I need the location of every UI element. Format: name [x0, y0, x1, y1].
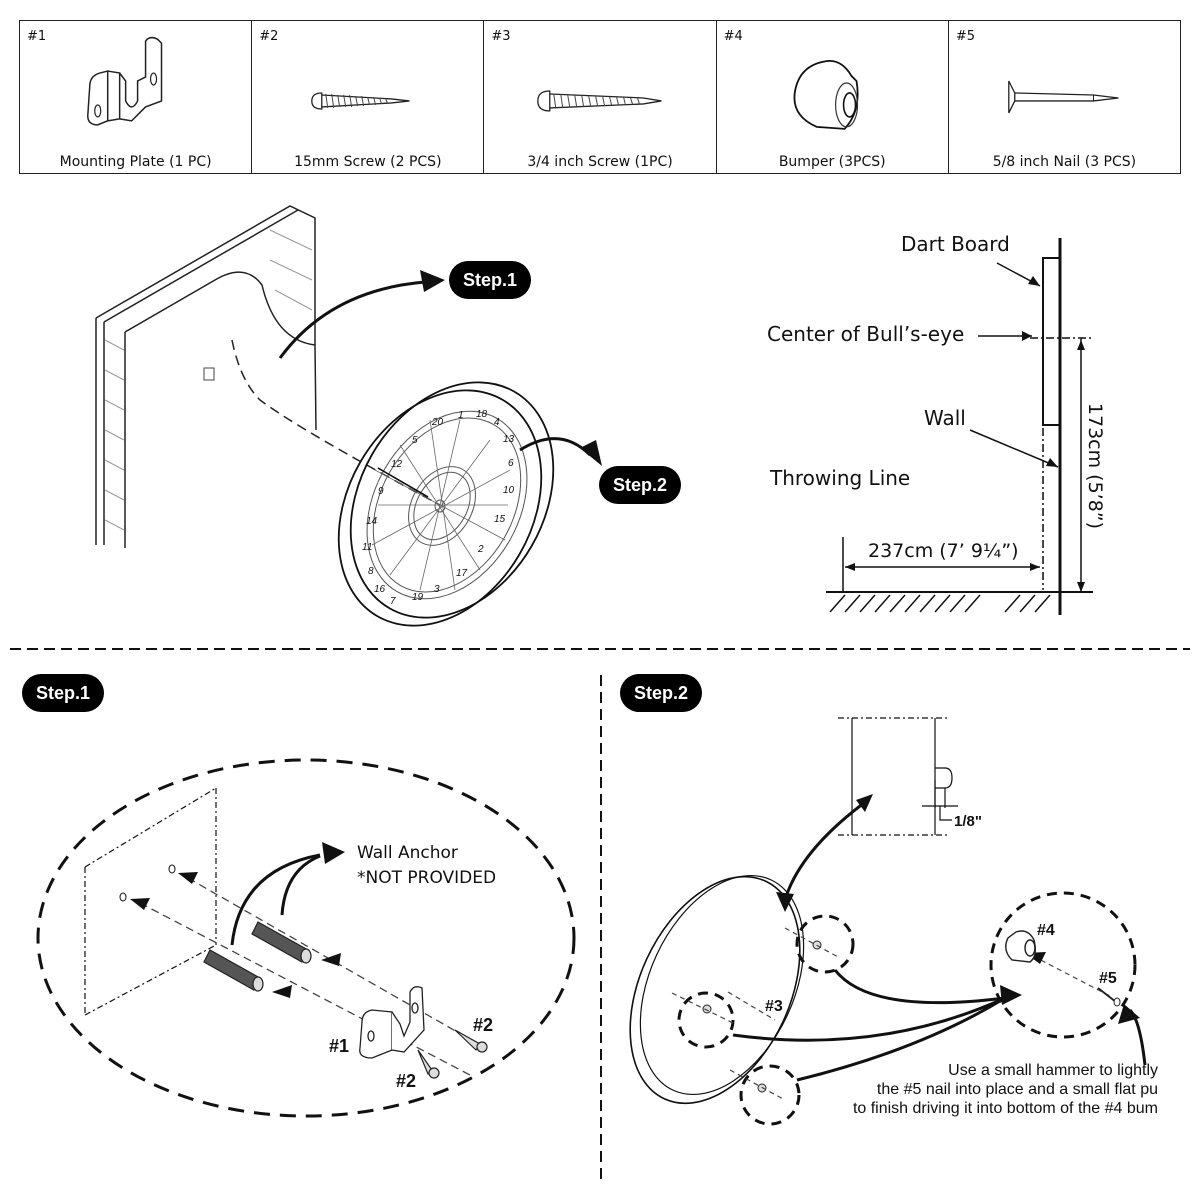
dartboard-number: 16: [374, 584, 386, 595]
label-height: 173cm (5’8”): [1084, 402, 1107, 530]
dartboard-number: 13: [503, 434, 515, 445]
step1-part2b-label: #2: [396, 1071, 417, 1091]
label-center-bullseye: Center of Bull’s-eye: [767, 322, 965, 346]
part-label: Bumper (3PCS): [778, 154, 886, 170]
dartboard-number: 20: [431, 417, 444, 428]
mounting-plate-icon: [87, 36, 163, 126]
step2-instructions: Use a small hammer to lightly the #5 nai…: [790, 1061, 1158, 1118]
mounting-bracket-small-icon: [203, 367, 215, 381]
dartboard-number: 7: [390, 596, 396, 607]
wall-anchor-arrow: [230, 853, 321, 946]
side-view-diagram: [826, 238, 1093, 615]
bumper-step2-icon: [1005, 930, 1037, 963]
dartboard-number: 15: [494, 514, 506, 525]
mounting-plate-step1-icon: [359, 986, 425, 1059]
dartboard-number: 4: [494, 417, 500, 428]
step2-detail-arrow: [783, 798, 869, 901]
step2-part3-label: #3: [765, 998, 783, 1015]
dartboard-number: 1: [458, 410, 464, 421]
dartboard-drawing: [337, 381, 555, 627]
dartboard-number: 3: [434, 584, 440, 595]
wall-anchor-note: *NOT PROVIDED: [357, 868, 497, 888]
instruction-line: to finish driving it into bottom of the …: [852, 1100, 1158, 1117]
label-throwing-line: Throwing Line: [770, 466, 911, 490]
screw-icon: [311, 92, 410, 110]
dartboard-number: 10: [503, 485, 515, 496]
mount-to-board-dashed-line: [231, 339, 441, 506]
step2-wall-detail: [838, 717, 958, 836]
part-label: 15mm Screw (2 PCS): [294, 154, 442, 170]
dartboard-number: 12: [391, 459, 403, 470]
dartboard-number: 18: [476, 409, 488, 420]
dartboard-number: 11: [362, 542, 372, 553]
part-cell-15mm-screw: #2 15mm Screw (2 PCS): [252, 21, 485, 173]
part-number: #2: [259, 29, 279, 44]
step1-part2a-label: #2: [473, 1015, 494, 1035]
part-number: #4: [723, 29, 743, 44]
arrow-to-step1: [278, 280, 426, 359]
label-wall: Wall: [924, 406, 966, 430]
part-number: #1: [27, 29, 47, 44]
part-cell-mounting-plate: #1 Mounting Plate (1 PC): [20, 21, 253, 173]
part-number: #5: [955, 29, 975, 44]
part-label: Mounting Plate (1 PC): [59, 154, 212, 170]
overview-step2-badge: Step.2: [599, 466, 682, 504]
wall-anchor-label: Wall Anchor: [357, 843, 458, 863]
part-number: #3: [491, 29, 511, 44]
part-label: 3/4 inch Screw (1PC): [527, 154, 673, 170]
dartboard-spokes: [371, 419, 511, 591]
nail-icon: [1007, 80, 1119, 114]
part-cell-bumper: #4 Bumper (3PCS): [717, 21, 949, 173]
label-dart-board: Dart Board: [901, 232, 1010, 256]
wall-anchor-icon: [203, 921, 312, 992]
wall-drawing: [95, 205, 317, 548]
dartboard-number: 6: [508, 458, 514, 469]
dartboard-number: 9: [378, 486, 384, 497]
bumper-icon: [793, 59, 859, 130]
brick-lines: [104, 229, 313, 531]
label-distance: 237cm (7’ 9¼”): [868, 540, 1019, 562]
dartboard-number: 14: [366, 516, 378, 527]
gap-label: 1/8": [954, 813, 982, 830]
step2-part5-label: #5: [1099, 970, 1117, 987]
part-cell-nail: #5 5/8 inch Nail (3 PCS): [949, 21, 1180, 173]
step2-connector-arrows: [732, 969, 1147, 1082]
step1-part1-label: #1: [329, 1036, 350, 1056]
part-cell-3-4-inch-screw: #3 3/4 inch Screw (1PC): [484, 21, 717, 173]
dartboard-number: 2: [477, 544, 484, 555]
screw-step1-icon: [417, 1029, 488, 1079]
step2-part4-label: #4: [1037, 922, 1055, 939]
part-label: 5/8 inch Nail (3 PCS): [992, 154, 1137, 170]
parts-table: #1 Mounting Plate (1 PC) #2 15mm Screw (…: [19, 20, 1181, 174]
dartboard-number: 17: [456, 568, 468, 579]
dartboard-number-labels: 20 1 18 4 13 6 10 15 2 17 3 19 7 16 8 11…: [362, 409, 515, 607]
dartboard-number: 8: [368, 566, 374, 577]
ground-hatch: [829, 594, 1051, 613]
step1-wall-outline: [84, 787, 217, 1016]
dartboard-back-icon: [629, 875, 801, 1105]
instruction-line: the #5 nail into place and a small flat …: [876, 1081, 1158, 1098]
dartboard-number: 5: [412, 435, 418, 446]
step1-detail-circle: [36, 758, 576, 1118]
overview-step1-badge: Step.1: [449, 261, 532, 299]
instruction-line: Use a small hammer to lightly: [948, 1062, 1158, 1079]
dartboard-number: 19: [412, 592, 424, 603]
step2-section-badge: Step.2: [620, 674, 703, 712]
nail-step2-icon: [1097, 987, 1117, 1003]
arrow-to-step2: [519, 437, 592, 457]
step2-hole-circles: [677, 891, 1137, 1126]
step1-section-badge: Step.1: [22, 674, 105, 712]
screw-icon: [537, 90, 662, 112]
